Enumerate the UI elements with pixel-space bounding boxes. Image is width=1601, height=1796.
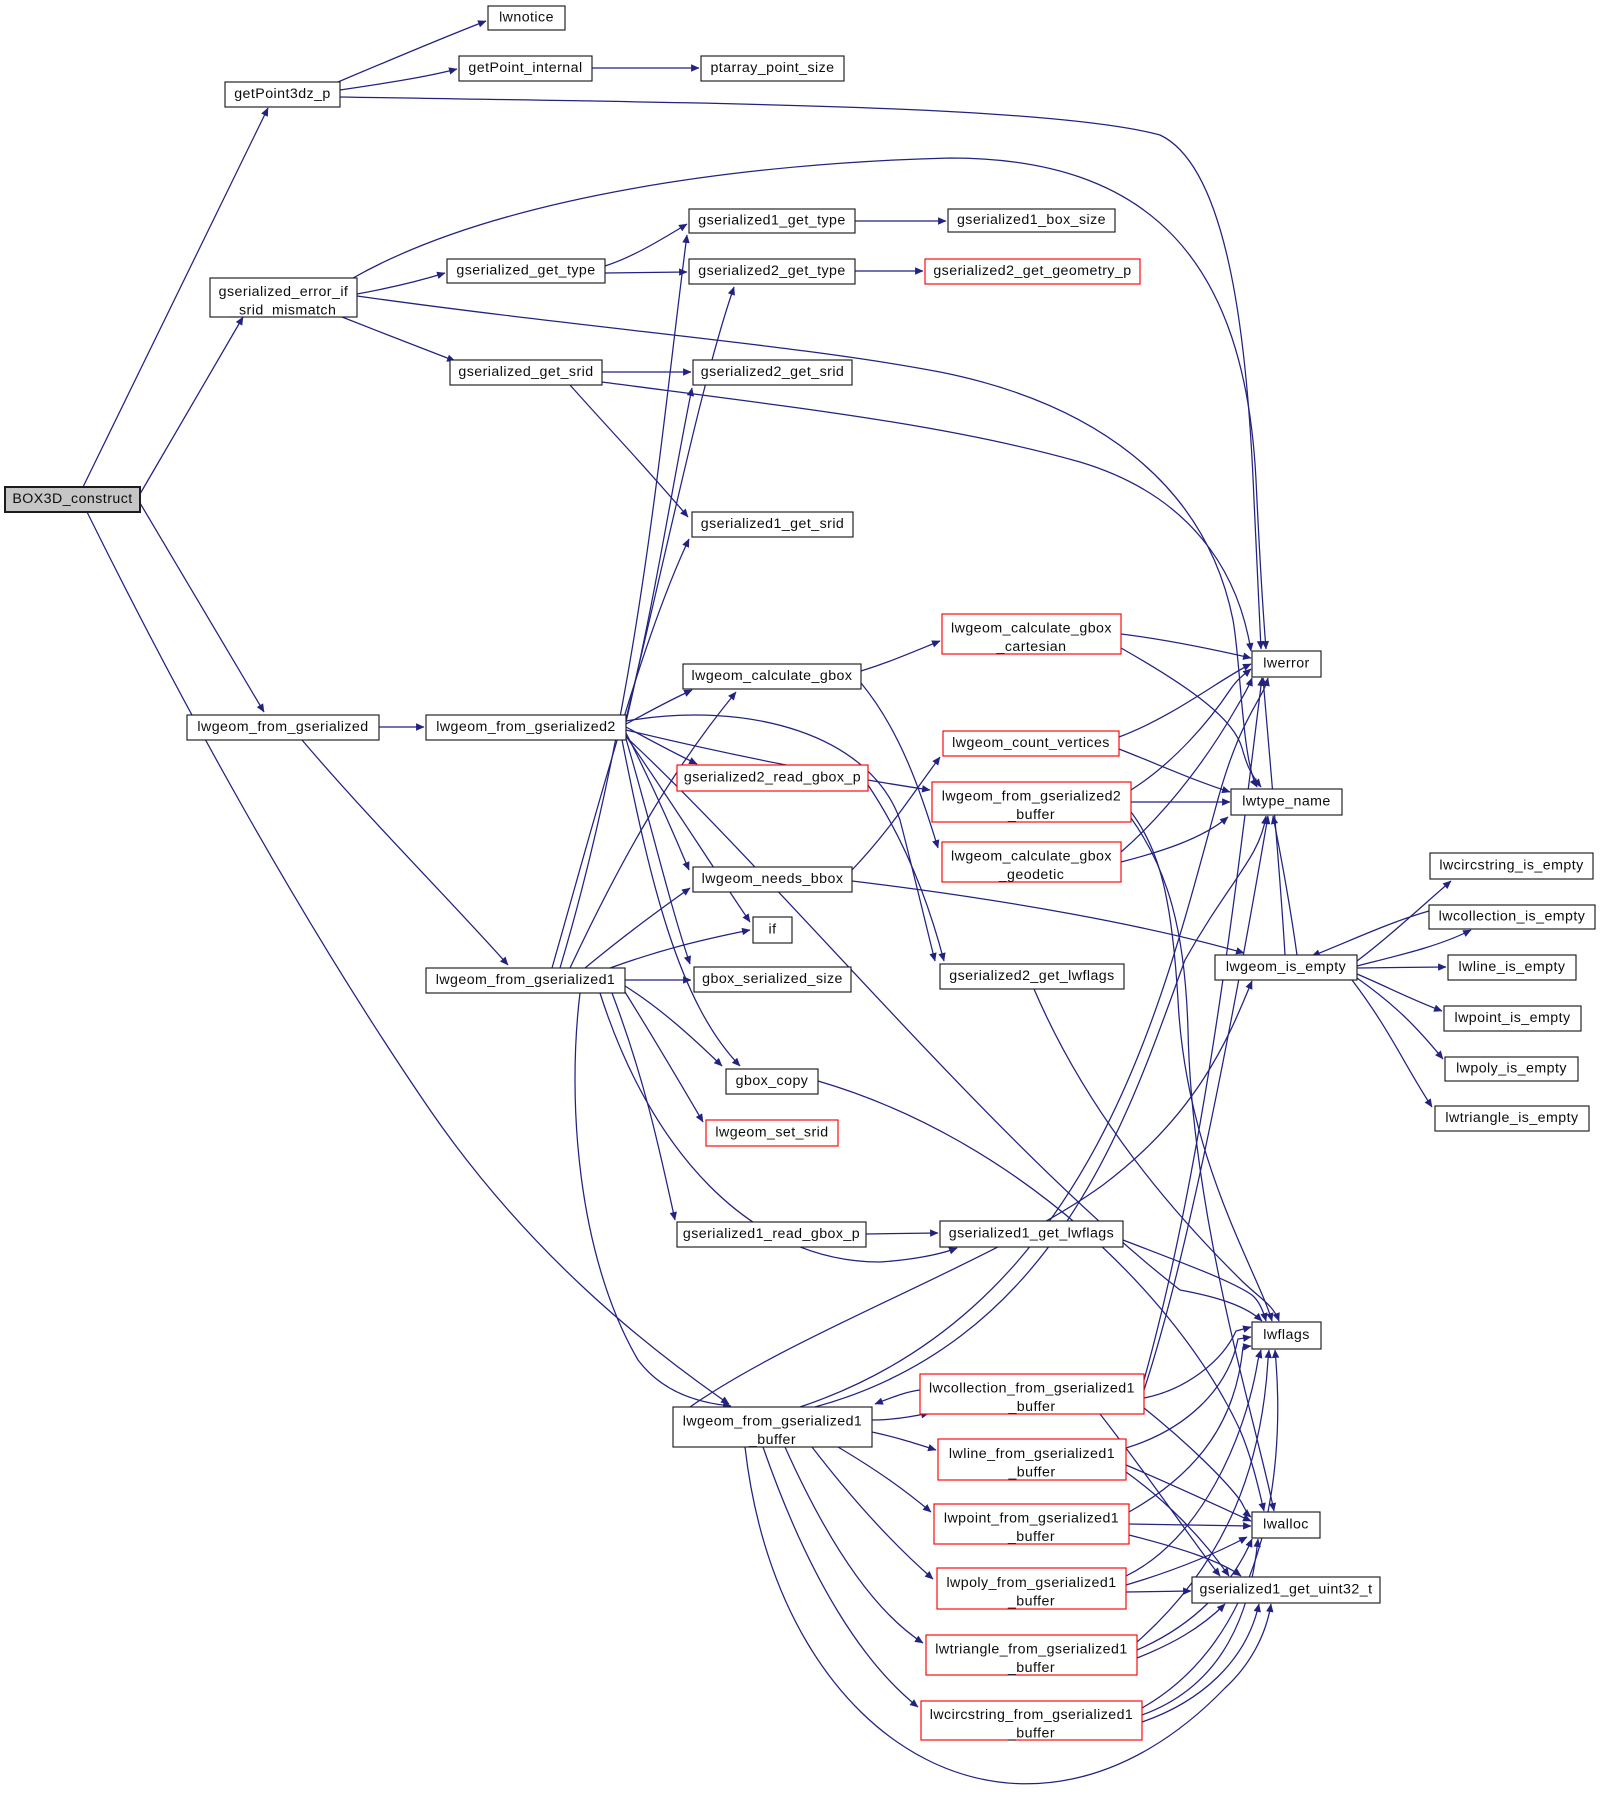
svg-text:lwgeom_set_srid: lwgeom_set_srid xyxy=(715,1124,828,1140)
svg-text:gserialized2_get_srid: gserialized2_get_srid xyxy=(701,364,845,380)
svg-text:gserialized2_get_geometry_p: gserialized2_get_geometry_p xyxy=(933,263,1131,279)
svg-text:_buffer: _buffer xyxy=(748,1432,796,1448)
svg-text:lwcollection_from_gserialized1: lwcollection_from_gserialized1 xyxy=(929,1381,1135,1397)
svg-text:lwgeom_needs_bbox: lwgeom_needs_bbox xyxy=(702,871,844,887)
svg-text:gserialized1_get_type: gserialized1_get_type xyxy=(698,212,845,228)
svg-text:lwcircstring_from_gserialized1: lwcircstring_from_gserialized1 xyxy=(930,1707,1134,1723)
svg-text:gserialized_get_srid: gserialized_get_srid xyxy=(458,364,593,380)
svg-text:lwtype_name: lwtype_name xyxy=(1242,793,1331,809)
svg-text:getPoint_internal: getPoint_internal xyxy=(468,60,582,76)
svg-text:lwgeom_from_gserialized1: lwgeom_from_gserialized1 xyxy=(683,1414,863,1430)
svg-text:gserialized1_get_uint32_t: gserialized1_get_uint32_t xyxy=(1200,1581,1373,1597)
svg-text:lwtriangle_from_gserialized1: lwtriangle_from_gserialized1 xyxy=(935,1642,1127,1658)
svg-text:lwline_from_gserialized1: lwline_from_gserialized1 xyxy=(949,1446,1115,1462)
svg-text:_geodetic: _geodetic xyxy=(998,867,1065,883)
svg-text:lwgeom_calculate_gbox: lwgeom_calculate_gbox xyxy=(951,849,1112,865)
svg-text:ptarray_point_size: ptarray_point_size xyxy=(710,60,834,76)
svg-text:lwgeom_from_gserialized2: lwgeom_from_gserialized2 xyxy=(436,719,616,735)
svg-text:lwpoint_is_empty: lwpoint_is_empty xyxy=(1454,1010,1570,1026)
svg-text:gserialized1_box_size: gserialized1_box_size xyxy=(957,212,1106,228)
svg-text:gserialized1_get_lwflags: gserialized1_get_lwflags xyxy=(949,1225,1114,1241)
svg-text:getPoint3dz_p: getPoint3dz_p xyxy=(234,86,331,102)
svg-text:lwerror: lwerror xyxy=(1263,655,1310,671)
svg-text:lwpoint_from_gserialized1: lwpoint_from_gserialized1 xyxy=(944,1511,1119,1527)
svg-text:_buffer: _buffer xyxy=(1007,1465,1055,1481)
svg-text:gbox_serialized_size: gbox_serialized_size xyxy=(702,971,843,987)
svg-text:lwgeom_count_vertices: lwgeom_count_vertices xyxy=(952,735,1110,751)
svg-text:_buffer: _buffer xyxy=(1007,1399,1055,1415)
svg-text:_buffer: _buffer xyxy=(1007,1594,1055,1610)
svg-text:gbox_copy: gbox_copy xyxy=(736,1073,809,1089)
svg-text:lwalloc: lwalloc xyxy=(1263,1516,1309,1532)
svg-text:_srid_mismatch: _srid_mismatch xyxy=(230,303,337,319)
svg-text:_buffer: _buffer xyxy=(1007,1660,1055,1676)
svg-text:lwgeom_from_gserialized2: lwgeom_from_gserialized2 xyxy=(942,789,1122,805)
svg-text:gserialized2_get_lwflags: gserialized2_get_lwflags xyxy=(949,968,1114,984)
svg-text:lwpoly_from_gserialized1: lwpoly_from_gserialized1 xyxy=(946,1575,1116,1591)
svg-text:lwgeom_calculate_gbox: lwgeom_calculate_gbox xyxy=(692,668,853,684)
svg-text:lwcircstring_is_empty: lwcircstring_is_empty xyxy=(1439,857,1584,873)
svg-text:lwnotice: lwnotice xyxy=(499,9,554,25)
svg-text:BOX3D_construct: BOX3D_construct xyxy=(12,491,132,507)
svg-text:_buffer: _buffer xyxy=(1007,807,1055,823)
svg-text:lwflags: lwflags xyxy=(1263,1327,1310,1343)
svg-text:gserialized1_read_gbox_p: gserialized1_read_gbox_p xyxy=(683,1226,860,1242)
svg-text:lwtriangle_is_empty: lwtriangle_is_empty xyxy=(1445,1110,1579,1126)
svg-text:lwgeom_from_gserialized1: lwgeom_from_gserialized1 xyxy=(436,972,616,988)
svg-text:gserialized2_get_type: gserialized2_get_type xyxy=(698,263,845,279)
svg-text:gserialized2_read_gbox_p: gserialized2_read_gbox_p xyxy=(684,769,861,785)
svg-text:lwgeom_calculate_gbox: lwgeom_calculate_gbox xyxy=(951,621,1112,637)
svg-text:gserialized1_get_srid: gserialized1_get_srid xyxy=(701,516,845,532)
svg-text:lwline_is_empty: lwline_is_empty xyxy=(1459,959,1566,975)
svg-text:_buffer: _buffer xyxy=(1007,1726,1055,1742)
svg-text:_buffer: _buffer xyxy=(1007,1529,1055,1545)
svg-text:_cartesian: _cartesian xyxy=(996,639,1067,655)
svg-text:if: if xyxy=(769,921,777,937)
svg-text:lwgeom_is_empty: lwgeom_is_empty xyxy=(1226,959,1347,975)
svg-text:lwpoly_is_empty: lwpoly_is_empty xyxy=(1456,1060,1567,1076)
svg-text:gserialized_error_if: gserialized_error_if xyxy=(219,284,349,300)
svg-text:lwgeom_from_gserialized: lwgeom_from_gserialized xyxy=(197,719,368,735)
svg-text:gserialized_get_type: gserialized_get_type xyxy=(456,262,595,278)
svg-text:lwcollection_is_empty: lwcollection_is_empty xyxy=(1439,908,1586,924)
